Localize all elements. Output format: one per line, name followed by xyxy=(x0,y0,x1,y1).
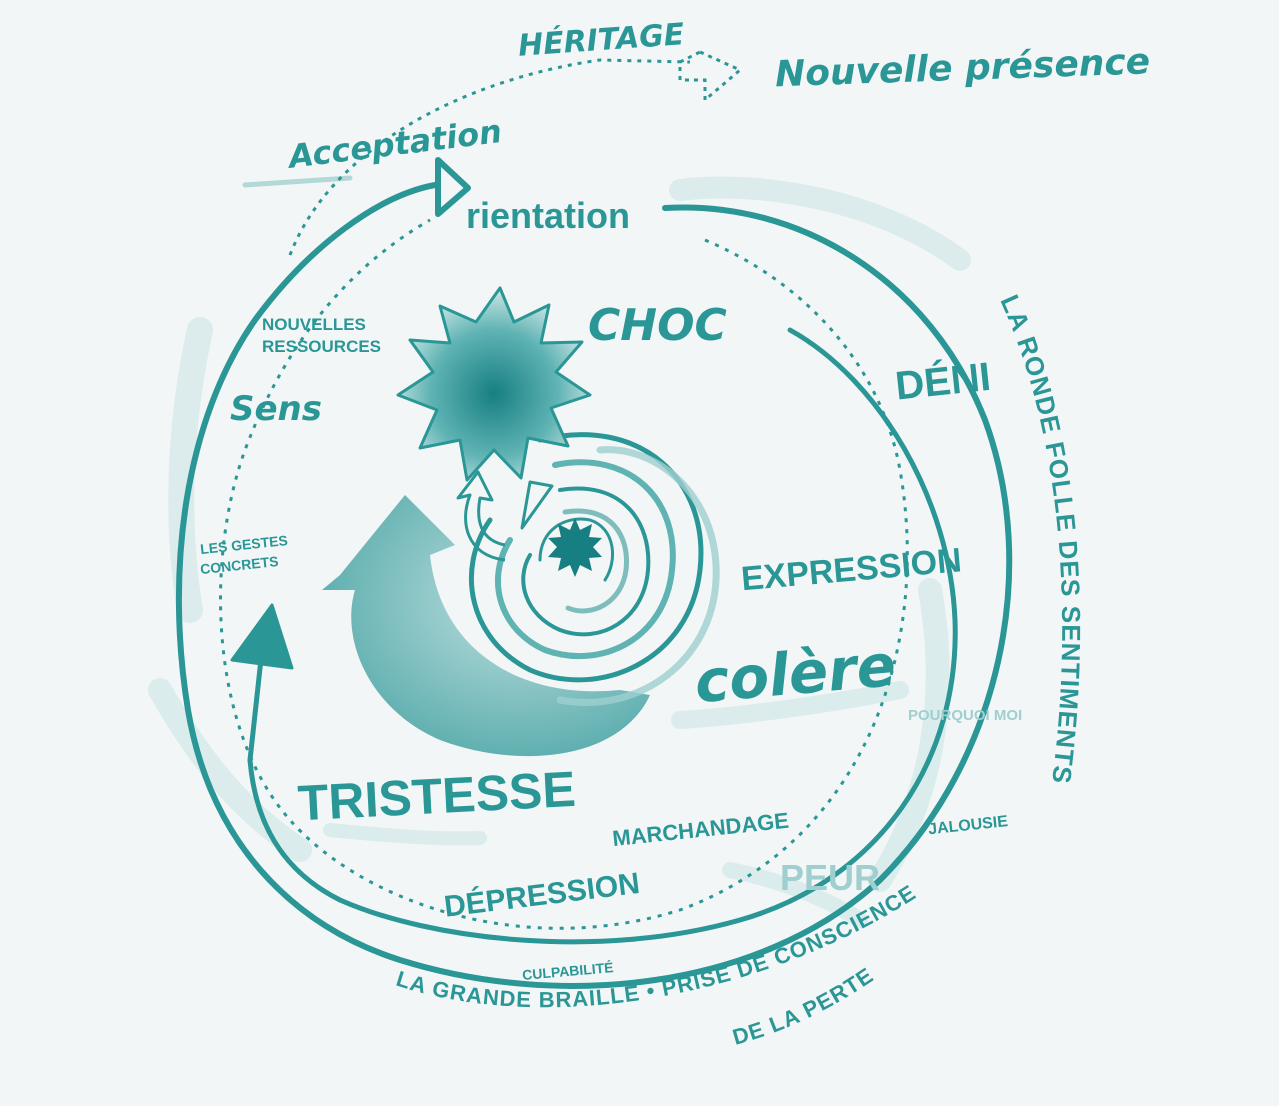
deni-label: DÉNI xyxy=(893,354,993,409)
small-burst-icon xyxy=(548,518,602,577)
spiral-arrow-icon xyxy=(520,480,554,530)
concrets-label: CONCRETS xyxy=(199,553,279,577)
peur-label: PEUR xyxy=(780,857,880,898)
jalousie-label: JALOUSIE xyxy=(927,813,1009,838)
ressources-label: RESSOURCES xyxy=(262,337,381,356)
pourquoi-moi-label: POURQUOI MOI xyxy=(908,707,1022,724)
nouvelle-presence-label: Nouvelle présence xyxy=(774,41,1150,95)
tristesse-big-arrow-icon xyxy=(322,495,650,757)
watercolor-washes xyxy=(148,175,971,928)
orientation-label: rientation xyxy=(466,195,630,236)
culpabilite-label: CULPABILITÉ xyxy=(522,959,615,983)
central-spiral xyxy=(468,432,720,706)
heritage-dotted-arc xyxy=(288,58,691,256)
inner-dotted-cycle xyxy=(219,218,909,930)
orientation-arrow-icon xyxy=(435,157,471,217)
spiral-arrow-icon xyxy=(456,470,506,562)
nouvelles-label: NOUVELLES xyxy=(262,315,366,334)
sun-burst-icon xyxy=(396,286,592,482)
left-up-arrow-icon xyxy=(230,603,294,670)
heritage-label: HÉRITAGE xyxy=(517,16,686,64)
marchandage-label: MARCHANDAGE xyxy=(611,808,790,851)
outer-solid-cycle xyxy=(175,182,1013,989)
acceptation-label: Acceptation xyxy=(284,112,504,176)
heritage-arrow-icon xyxy=(678,50,743,104)
spiral-solid-loop xyxy=(247,327,958,945)
depression-label: DÉPRESSION xyxy=(442,866,641,924)
tristesse-label: TRISTESSE xyxy=(297,761,577,831)
sens-label: Sens xyxy=(230,389,322,429)
choc-label: CHOC xyxy=(588,300,727,351)
